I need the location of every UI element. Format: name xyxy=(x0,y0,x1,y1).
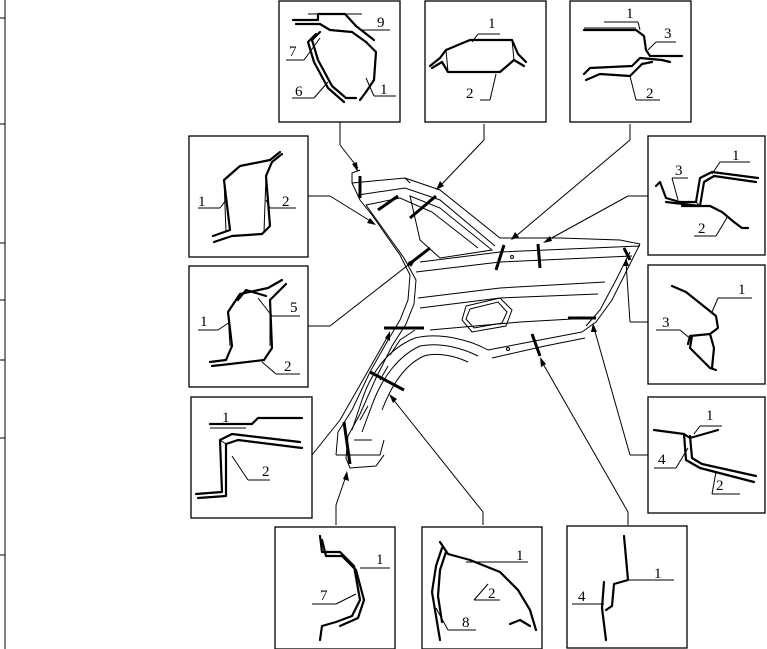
callout-2: 2 xyxy=(466,86,474,102)
callout-1: 1 xyxy=(198,194,206,210)
detail-box-left-b: 1 5 2 xyxy=(188,265,309,388)
callout-7: 7 xyxy=(289,44,297,60)
callout-1: 1 xyxy=(380,82,388,98)
callout-1: 1 xyxy=(706,408,714,424)
detail-box-bottom-a: 1 7 xyxy=(274,526,396,649)
callout-4: 4 xyxy=(658,452,666,468)
callout-1: 1 xyxy=(626,6,634,22)
callout-1: 1 xyxy=(488,16,496,32)
callout-6: 6 xyxy=(295,84,303,100)
callout-3: 3 xyxy=(664,26,672,42)
callout-2: 2 xyxy=(282,194,290,210)
section-cut-marks xyxy=(342,176,632,465)
detail-box-top-c: 1 3 2 xyxy=(569,0,692,123)
callout-3: 3 xyxy=(675,163,683,179)
callout-2: 2 xyxy=(698,221,706,237)
detail-box-right-c: 1 4 2 xyxy=(647,396,766,514)
detail-box-right-b: 1 3 xyxy=(647,264,766,385)
callout-8: 8 xyxy=(462,615,470,631)
detail-box-left-c: 1 2 xyxy=(190,396,313,519)
callout-1: 1 xyxy=(376,552,384,568)
detail-box-left-a: 1 2 xyxy=(188,135,309,258)
leader-lines xyxy=(308,122,648,525)
callout-1: 1 xyxy=(222,410,230,426)
callout-1: 1 xyxy=(654,566,662,582)
detail-box-bottom-b: 1 2 8 xyxy=(421,526,543,649)
callout-2: 2 xyxy=(284,359,292,375)
detail-box-top-a: 9 7 6 1 xyxy=(278,0,401,123)
page-margin-rule xyxy=(0,0,6,649)
callout-1: 1 xyxy=(738,282,746,298)
callout-5: 5 xyxy=(290,300,298,316)
callout-1: 1 xyxy=(732,148,740,164)
callout-2: 2 xyxy=(262,464,270,480)
detail-box-top-b: 1 2 xyxy=(424,0,547,123)
callout-4: 4 xyxy=(578,589,586,605)
callout-2: 2 xyxy=(716,478,724,494)
callout-2: 2 xyxy=(488,586,496,602)
callout-7: 7 xyxy=(320,588,328,604)
detail-box-right-a: 3 1 2 xyxy=(647,135,766,256)
callout-1: 1 xyxy=(516,548,524,564)
callout-3: 3 xyxy=(662,315,670,331)
callout-9: 9 xyxy=(377,15,385,31)
detail-box-bottom-c: 1 4 xyxy=(566,525,688,649)
callout-1: 1 xyxy=(200,314,208,330)
callout-2: 2 xyxy=(646,86,654,102)
